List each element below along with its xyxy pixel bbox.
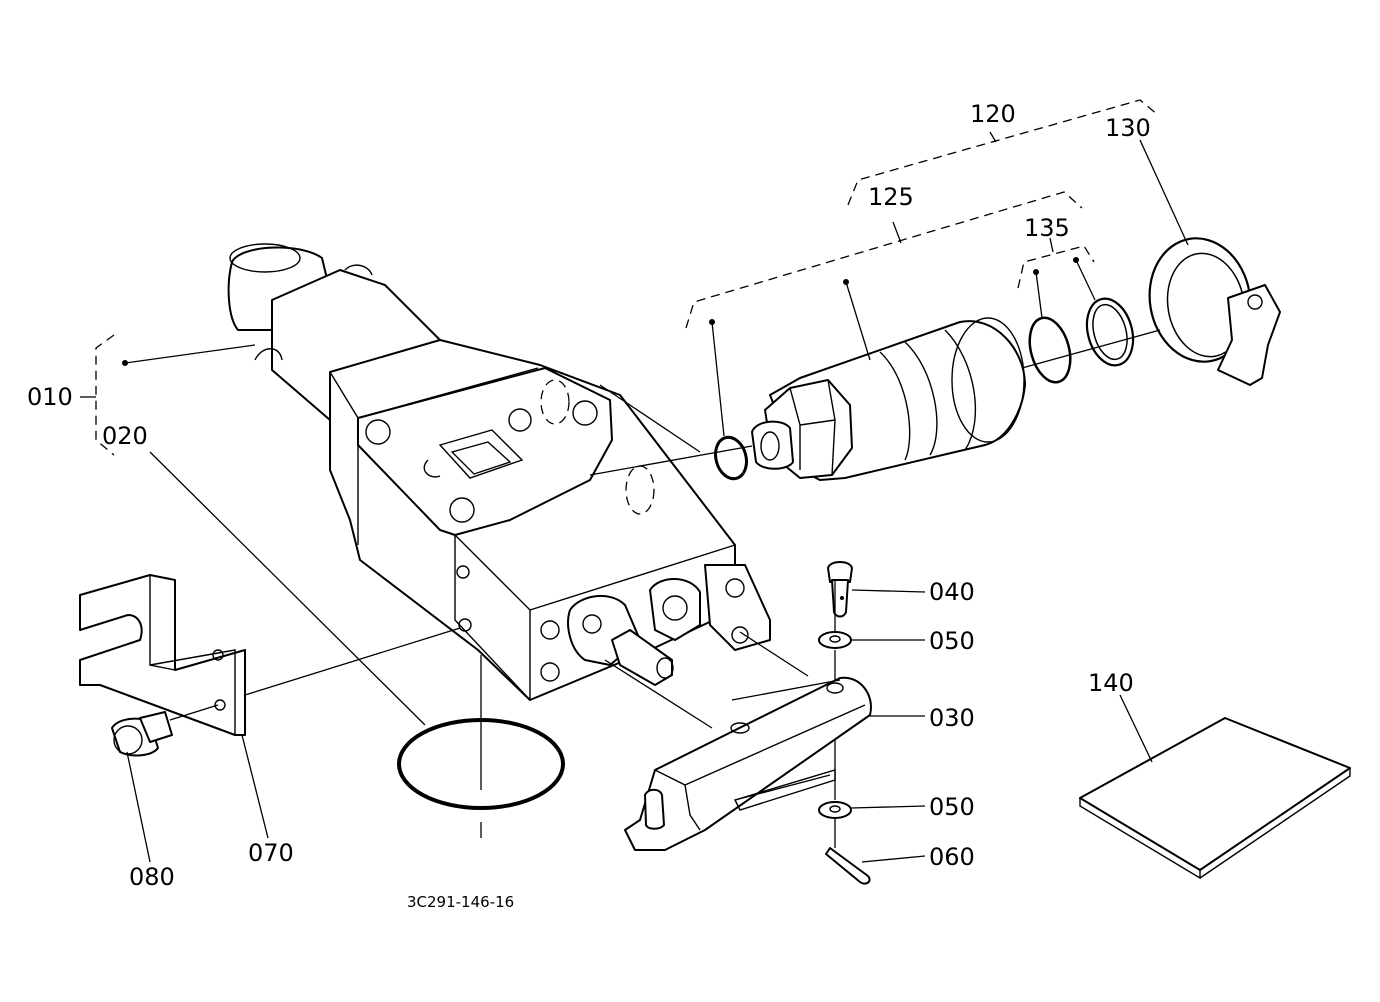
label-070: 070 [248, 839, 294, 867]
label-135: 135 [1024, 214, 1070, 242]
label-125: 125 [868, 183, 914, 211]
pin-040 [827, 561, 853, 618]
cotter-pin-060 [825, 847, 871, 885]
lever-030 [624, 676, 872, 851]
figure-code: 3C291-146-16 [407, 893, 514, 911]
bracket-070 [79, 574, 246, 736]
backup-ring-135 [1085, 297, 1135, 367]
manual-140 [1079, 717, 1351, 880]
label-030: 030 [929, 704, 975, 732]
label-050-bottom: 050 [929, 793, 975, 821]
plug-080 [111, 711, 173, 757]
clamp-130 [1148, 237, 1281, 386]
label-020: 020 [102, 422, 148, 450]
label-130: 130 [1105, 114, 1151, 142]
label-010: 010 [27, 383, 73, 411]
label-050-top: 050 [929, 627, 975, 655]
label-060: 060 [929, 843, 975, 871]
label-080: 080 [129, 863, 175, 891]
label-140: 140 [1088, 669, 1134, 697]
washer-050-top [818, 631, 852, 649]
valve-body-assembly [227, 243, 771, 701]
leader-lines [80, 99, 1189, 863]
label-040: 040 [929, 578, 975, 606]
label-120: 120 [970, 100, 1016, 128]
sensor-cartridge-125 [751, 317, 1026, 481]
o-ring-small [714, 435, 748, 481]
washer-050-bottom [818, 801, 852, 819]
o-ring-135 [1028, 316, 1072, 384]
